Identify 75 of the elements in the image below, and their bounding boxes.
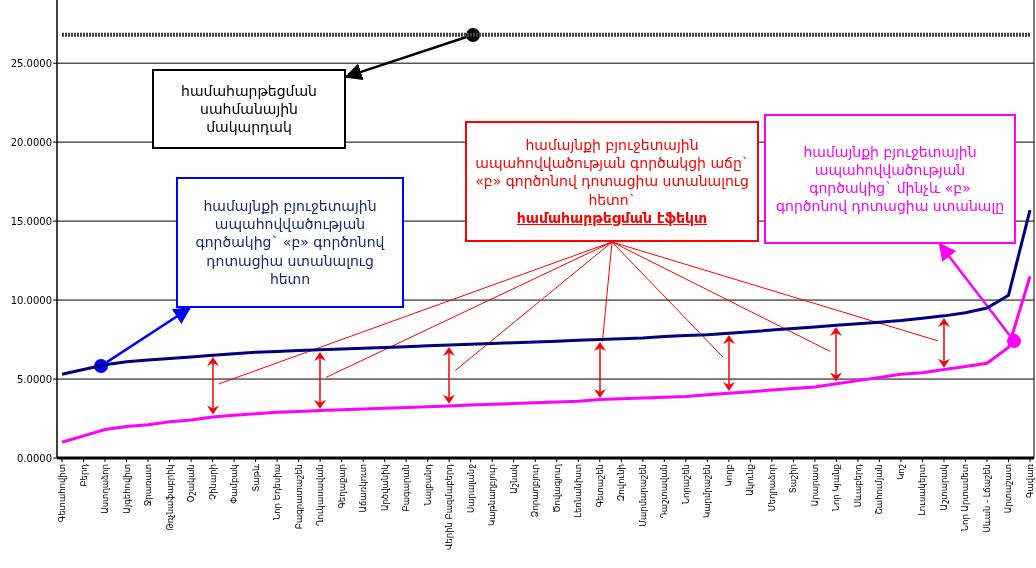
arrow (938, 242, 1011, 337)
category-label: Աշնակ (508, 464, 519, 494)
category-label: Սևան - Լճաշեն (982, 464, 992, 533)
category-label: Գավառ (1025, 464, 1035, 498)
category-label: Կողբ (723, 464, 734, 487)
category-label: Նորաշեն (680, 464, 691, 505)
category-label: Բագրատաշեն (293, 464, 304, 530)
category-label: Գետաշեն (594, 464, 605, 508)
category-label: Աստղաձոր (100, 464, 110, 514)
category-label: Ղուկասավան (315, 464, 326, 526)
double-arrow (593, 341, 606, 398)
category-label: Ակունք (745, 464, 756, 496)
category-label: Արծվանիկ (379, 464, 390, 512)
leader-line (454, 241, 613, 372)
annotation-box (152, 69, 346, 149)
annotation-text: համայնքի բյուջետային ապահովվածության գործակից` մինչև «բ» գործոնով դոտացիա ստանալը (774, 142, 1006, 216)
double-arrow (937, 317, 950, 368)
annotation-box (465, 121, 759, 242)
category-label: Տաշիր (788, 464, 799, 494)
category-label: Փամբակ (229, 464, 240, 504)
axis-tick-label: 10.0000 (10, 294, 52, 306)
category-label: Չինարի (207, 464, 218, 500)
category-label: Լեռնանիստ (573, 464, 584, 518)
category-label: Ծովագյուղ (551, 464, 562, 513)
annotation-text: համահարթեցման սահմանային մակարդակ (180, 81, 318, 137)
axis-tick-label: 25.0000 (10, 57, 52, 69)
category-label: Նալբանդ (422, 464, 433, 506)
double-arrow (314, 351, 327, 409)
category-label: Օշական (186, 464, 197, 503)
category-label: Սարալանջ (465, 464, 476, 513)
category-label: Սևաբերդ (852, 464, 863, 508)
category-label: Արտաշատ (1003, 464, 1014, 514)
axis-tick-label: 15.0000 (10, 215, 52, 227)
category-label: Նոր Կյանք (831, 464, 842, 512)
category-label: Մարմարաշեն (637, 464, 648, 527)
category-label: Արարատ (809, 464, 820, 507)
leader-line (611, 241, 939, 342)
category-label: Բագարան (401, 464, 412, 512)
category-label: Մեղրաձոր (766, 464, 777, 512)
category-label: Բերդ (78, 464, 89, 487)
category-label: Այգեհովիտ (121, 464, 132, 514)
category-label: Ձորաղբյուր (530, 464, 541, 518)
category-label: Նոր Եդեսիա (272, 464, 283, 520)
category-label: Շահումյան (874, 464, 885, 515)
category-label: Աշտարակ (938, 464, 949, 511)
category-label: Գետահովիտ (57, 464, 67, 523)
category-label: Նոր Արտամետ (960, 464, 971, 532)
category-label: Կոշ (895, 464, 906, 480)
annotation-box (764, 114, 1016, 244)
axis-tick-label: 5.0000 (17, 373, 52, 385)
leader-line (325, 241, 613, 378)
category-label: Զովունի (616, 464, 627, 502)
axis-tick-label: 0.0000 (17, 452, 52, 464)
double-arrow (206, 357, 219, 415)
double-arrow (830, 327, 843, 382)
leader-line (601, 241, 613, 343)
category-label: Տաթև (250, 464, 261, 492)
axis-tick-label: 20.0000 (10, 136, 52, 148)
double-arrow (722, 335, 735, 392)
arrow (106, 306, 192, 364)
leader-line (611, 241, 831, 353)
category-label: Կաթնաղբյուր (487, 464, 498, 526)
leader-line (611, 241, 724, 358)
category-label: Վերին Բազմաբերդ (444, 464, 455, 551)
category-label: Դաշտավան (659, 464, 670, 519)
annotation-box (176, 177, 404, 308)
category-label: Աճառկուտ (358, 464, 369, 513)
category-label: Թռչնաֆաբրիկ (164, 464, 175, 531)
category-label: Ջրառատ (143, 464, 154, 507)
double-arrow (443, 347, 456, 404)
category-label: Կարմրաշեն (702, 464, 713, 518)
annotation-text: համահարթեցման էֆեկտ (516, 208, 708, 227)
category-label: Լուսակերտ (917, 464, 928, 516)
annotation-text: համայնքի բյուջետային ապահովվածության գործակից` «բ» գործոնով դոտացիա ստանալուց հետո (194, 197, 386, 288)
category-label: Գեղաքար (336, 464, 347, 509)
